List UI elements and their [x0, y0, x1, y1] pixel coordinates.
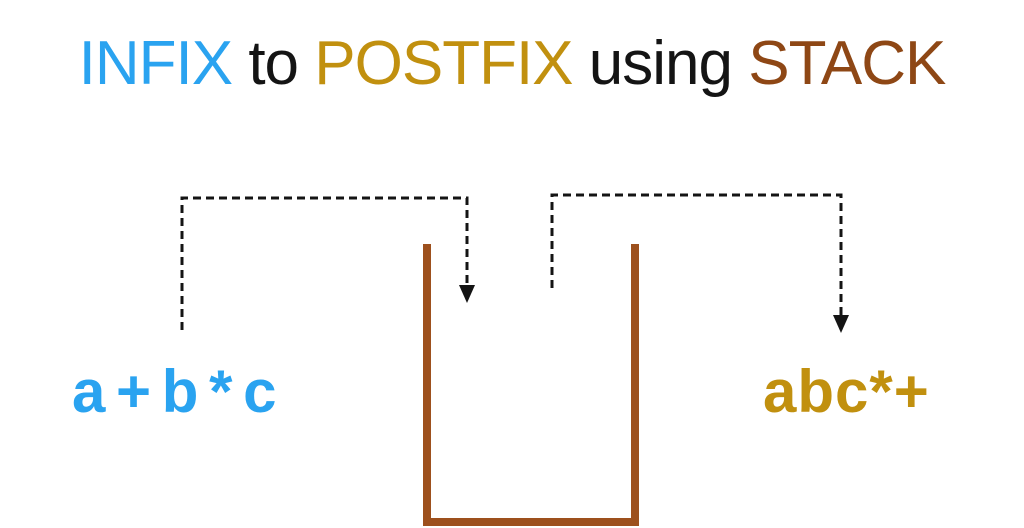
title-word-to: to	[232, 29, 315, 98]
postfix-expression: abc*+	[763, 358, 930, 425]
stack-container-shape	[423, 244, 639, 526]
title-word-using: using	[572, 29, 749, 98]
pop-arrow-line	[550, 193, 843, 315]
pop-arrow-head	[833, 315, 849, 333]
title-word-postfix: POSTFIX	[314, 29, 573, 98]
title-word-stack: STACK	[748, 29, 946, 98]
page-title: INFIX to POSTFIX using STACK	[0, 33, 1024, 95]
push-arrow-head	[459, 285, 475, 303]
title-word-infix: INFIX	[78, 29, 233, 98]
push-arrow-line	[180, 196, 469, 330]
infix-expression: a + b * c	[72, 358, 277, 425]
